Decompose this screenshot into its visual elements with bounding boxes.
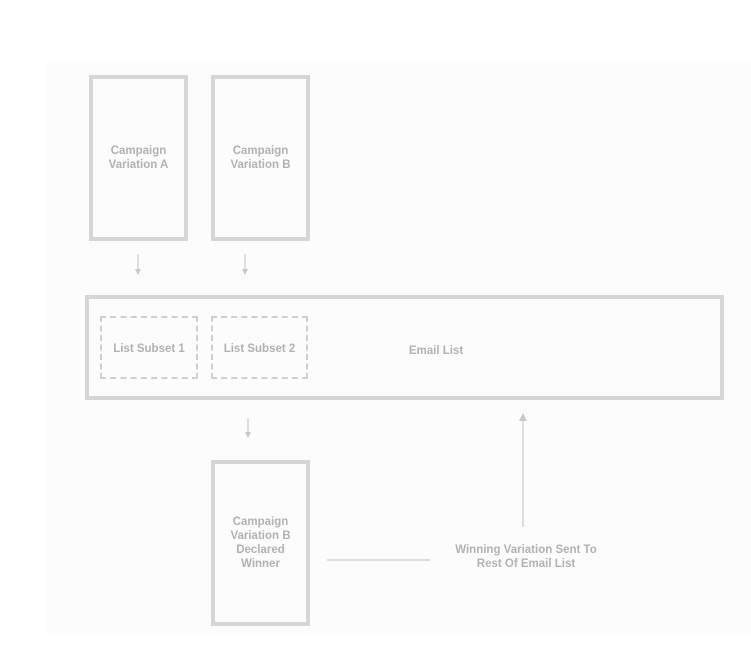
campaign-variation-a-label: Campaign Variation A: [108, 145, 169, 171]
declared-winner-label: Campaign Variation B Declared Winner: [230, 516, 291, 570]
campaign-variation-b-label: Campaign Variation B: [230, 145, 291, 171]
campaign-variation-b-box: [211, 75, 310, 241]
campaign-variation-a-box: [89, 75, 188, 241]
arrow-b-to-list-head: [242, 269, 248, 275]
list-subset-2-label: List Subset 2: [223, 343, 296, 355]
email-list-box: [85, 295, 724, 400]
list-subset-1-box: [100, 316, 198, 379]
declared-winner-box: [211, 460, 310, 626]
email-list-label: Email List: [408, 345, 464, 357]
arrow-list-to-winner-head: [245, 432, 251, 438]
list-subset-2-box: [211, 316, 308, 379]
list-subset-1-label: List Subset 1: [113, 343, 185, 355]
arrow-result-to-list-head: [519, 413, 527, 421]
winning-variation-sent-label: Winning Variation Sent To Rest Of Email …: [455, 544, 597, 570]
arrow-a-to-list-head: [135, 269, 141, 275]
